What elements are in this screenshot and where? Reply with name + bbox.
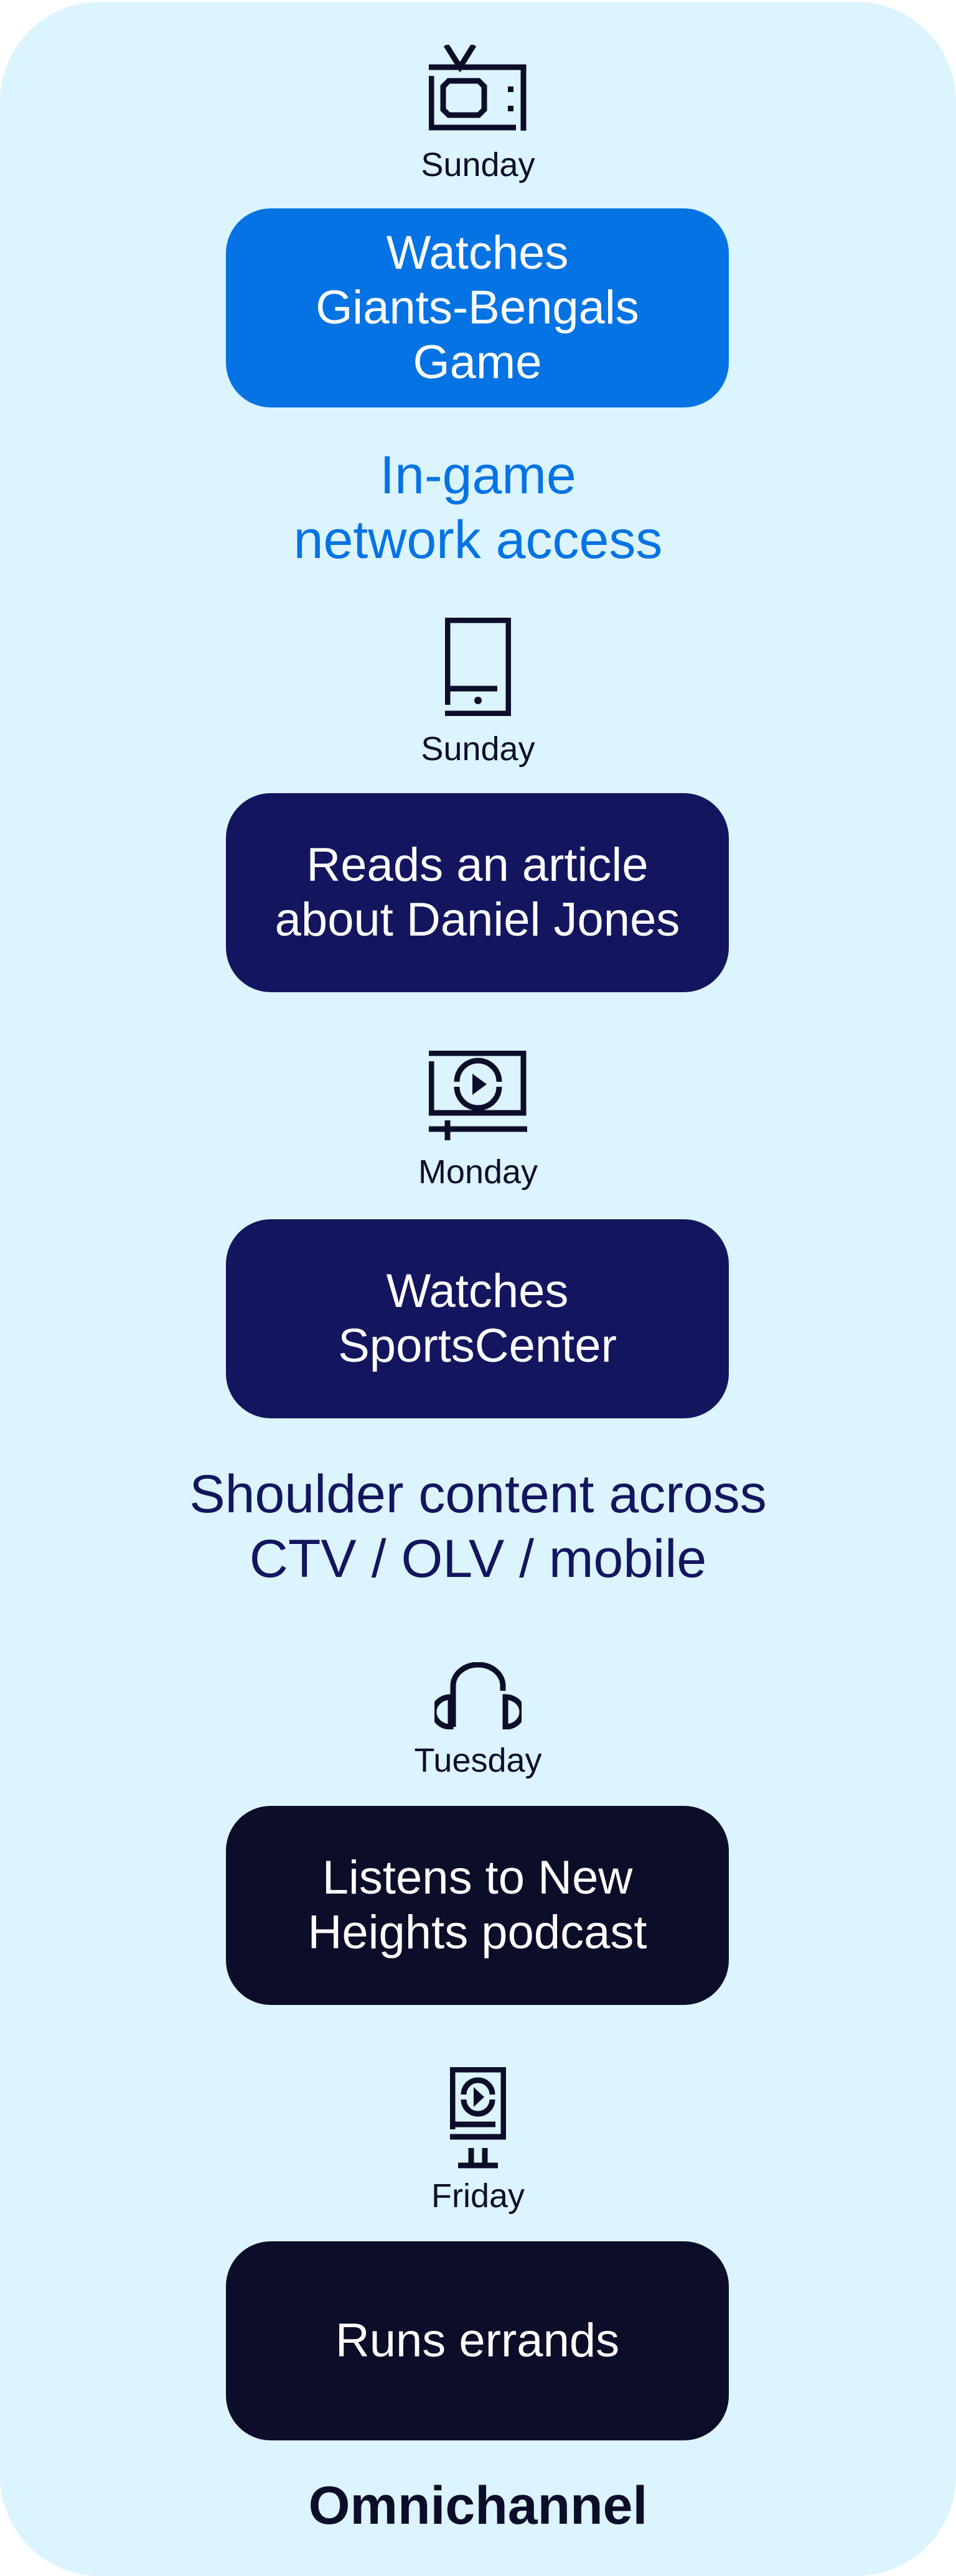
- activity-box-watches-sportscenter: Watches SportsCenter: [226, 1219, 729, 1418]
- activity-text: Reads an article about Daniel Jones: [274, 839, 680, 946]
- day-label: Sunday: [421, 146, 535, 184]
- video-player-icon: [0, 1051, 956, 1142]
- smartphone-icon: [0, 618, 956, 716]
- day-label: Monday: [418, 1153, 538, 1191]
- day-label: Friday: [431, 2177, 525, 2215]
- activity-text: Runs errands: [335, 2314, 620, 2367]
- headphones-icon: [0, 1662, 956, 1729]
- day-label: Sunday: [421, 730, 535, 768]
- activity-box-runs-errands: Runs errands: [226, 2241, 729, 2440]
- activity-box-watches-game: Watches Giants-Bengals Game: [226, 208, 729, 407]
- activity-text: Watches Giants-Bengals Game: [316, 226, 639, 389]
- tv-icon: [0, 45, 956, 131]
- activity-box-reads-article: Reads an article about Daniel Jones: [226, 793, 729, 992]
- callout-in-game: In-game network access: [293, 445, 663, 570]
- activity-box-listens-podcast: Listens to New Heights podcast: [226, 1806, 729, 2005]
- activity-text: Listens to New Heights podcast: [307, 1851, 647, 1959]
- callout-shoulder-content: Shoulder content across CTV / OLV / mobi…: [189, 1464, 767, 1589]
- omnichannel-label: Omnichannel: [308, 2476, 648, 2536]
- digital-kiosk-icon: [0, 2067, 956, 2169]
- activity-text: Watches SportsCenter: [338, 1265, 617, 1372]
- day-label: Tuesday: [414, 1742, 542, 1779]
